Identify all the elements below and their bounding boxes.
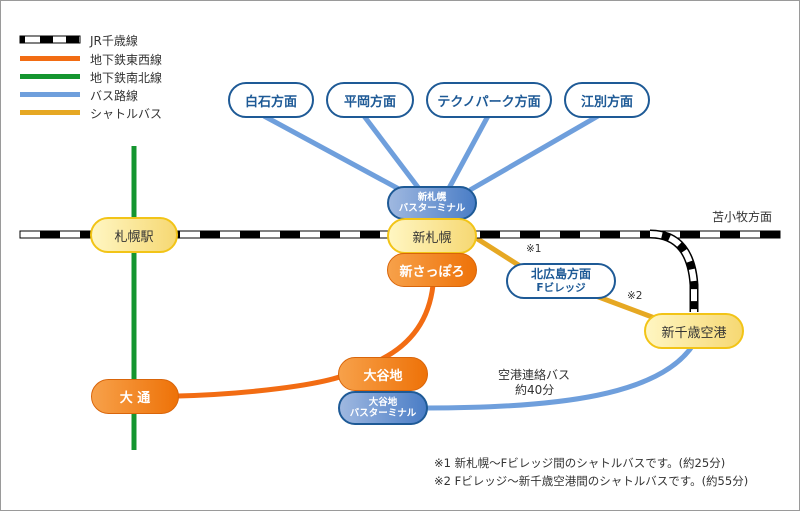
station-odori[interactable]: 大 通 xyxy=(91,379,179,414)
jr-rail-dash xyxy=(480,231,500,238)
legend-label-bus: バス路線 xyxy=(90,89,139,103)
jr-rail-dash xyxy=(40,231,60,238)
jr-rail-dash xyxy=(520,231,540,238)
annotation-mark-1: ※1 xyxy=(526,243,542,255)
oyachi-bus-terminal-name: 大谷地 xyxy=(368,397,398,408)
jr-rail-dash xyxy=(720,231,740,238)
legend-label-jr: JR千歳線 xyxy=(90,34,138,48)
jr-rail-dash xyxy=(560,231,580,238)
jr-rail-dash xyxy=(320,231,340,238)
direction-shiroishi[interactable]: 白石方面 xyxy=(228,82,314,118)
station-shin-chitose-airport[interactable]: 新千歳空港 xyxy=(644,313,744,349)
airport-bus-duration: 約40分 xyxy=(515,383,555,397)
jr-rail-dash xyxy=(680,231,700,238)
jr-rail-dash xyxy=(360,231,380,238)
legend-label-shuttle: シャトルバス xyxy=(90,107,163,121)
station-shin-sapporo[interactable]: 新札幌 xyxy=(387,218,477,254)
station-sapporo[interactable]: 札幌駅 xyxy=(90,217,178,253)
jr-rail-dash xyxy=(600,231,620,238)
jr-rail-dash xyxy=(280,231,300,238)
oyachi-bus-terminal-suffix: バスターミナル xyxy=(349,408,417,419)
direction-ebetsu[interactable]: 江別方面 xyxy=(564,82,650,118)
direction-kitahiroshima: 北広島方面 xyxy=(530,267,591,281)
direction-fvillage: Fビレッジ xyxy=(536,282,586,294)
legend-label-namboku: 地下鉄南北線 xyxy=(90,71,163,85)
bus-lines xyxy=(262,113,696,411)
direction-hiraoka[interactable]: 平岡方面 xyxy=(326,82,414,118)
shuttle-lines xyxy=(474,235,661,323)
legend-label-tozai: 地下鉄東西線 xyxy=(90,53,163,67)
station-oyachi[interactable]: 大谷地 xyxy=(338,357,428,391)
shin-sapporo-bus-terminal-name: 新札幌 xyxy=(417,192,447,203)
shin-sapporo-bus-terminal-suffix: バスターミナル xyxy=(398,203,466,214)
oyachi-bus-terminal[interactable]: 大谷地 バスターミナル xyxy=(338,391,428,425)
direction-technopark[interactable]: テクノパーク方面 xyxy=(426,82,552,118)
direction-tomakomai: 苫小牧方面 xyxy=(712,210,773,224)
shin-sapporo-bus-terminal[interactable]: 新札幌 バスターミナル xyxy=(387,186,477,220)
station-shin-sapporo-subway[interactable]: 新さっぽろ xyxy=(387,253,477,287)
jr-rail-dash xyxy=(200,231,220,238)
annotation-mark-2: ※2 xyxy=(627,290,643,302)
legend-swatch-shuttle xyxy=(20,110,80,115)
legend-swatch-tozai xyxy=(20,56,80,61)
legend-swatch-jr xyxy=(19,35,81,44)
legend-swatch-namboku xyxy=(20,74,80,79)
legend-swatch-bus xyxy=(20,92,80,97)
footnote-1: ※1 新札幌～Fビレッジ間のシャトルバスです。(約25分) xyxy=(434,456,726,470)
jr-rail-dash xyxy=(760,231,780,238)
footnote-2: ※2 Fビレッジ～新千歳空港間のシャトルバスです。(約55分) xyxy=(434,474,749,488)
direction-kitahiroshima-fvillage[interactable]: 北広島方面 Fビレッジ xyxy=(506,263,616,299)
airport-bus-label: 空港連絡バス xyxy=(498,368,571,382)
jr-rail-dash xyxy=(240,231,260,238)
